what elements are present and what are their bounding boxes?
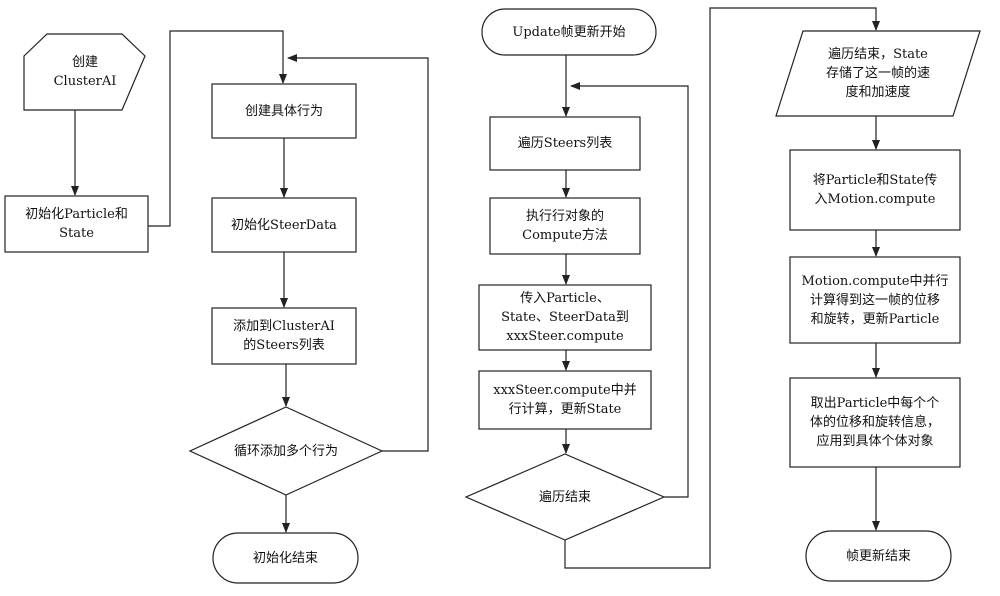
create-cluster-hexagon bbox=[23, 33, 146, 111]
arrow-iterate-end-back bbox=[570, 82, 689, 498]
init-end-terminator bbox=[212, 532, 359, 584]
motion-compute-box bbox=[789, 256, 961, 344]
state-stored-parallelogram bbox=[775, 30, 981, 117]
pass-params-box bbox=[478, 284, 652, 351]
frame-end-terminator bbox=[805, 530, 952, 582]
create-behavior-box bbox=[211, 83, 357, 139]
parallel-compute-box bbox=[478, 370, 652, 430]
init-steerdata-box bbox=[211, 197, 357, 253]
update-start-terminator bbox=[481, 8, 657, 56]
arrow-init-to-behavior-loop bbox=[148, 30, 287, 227]
arrow-loop-back bbox=[287, 54, 429, 452]
apply-individuals-box bbox=[789, 377, 961, 468]
iterate-end-diamond bbox=[464, 453, 666, 541]
add-to-steers-box bbox=[211, 307, 357, 365]
init-particle-state-box bbox=[4, 195, 149, 253]
loop-add-diamond bbox=[188, 406, 384, 496]
arrow-iterate-end-to-right bbox=[564, 7, 880, 569]
pass-motion-box bbox=[789, 149, 961, 231]
iterate-steers-box bbox=[489, 116, 641, 171]
exec-compute-box bbox=[489, 197, 641, 255]
